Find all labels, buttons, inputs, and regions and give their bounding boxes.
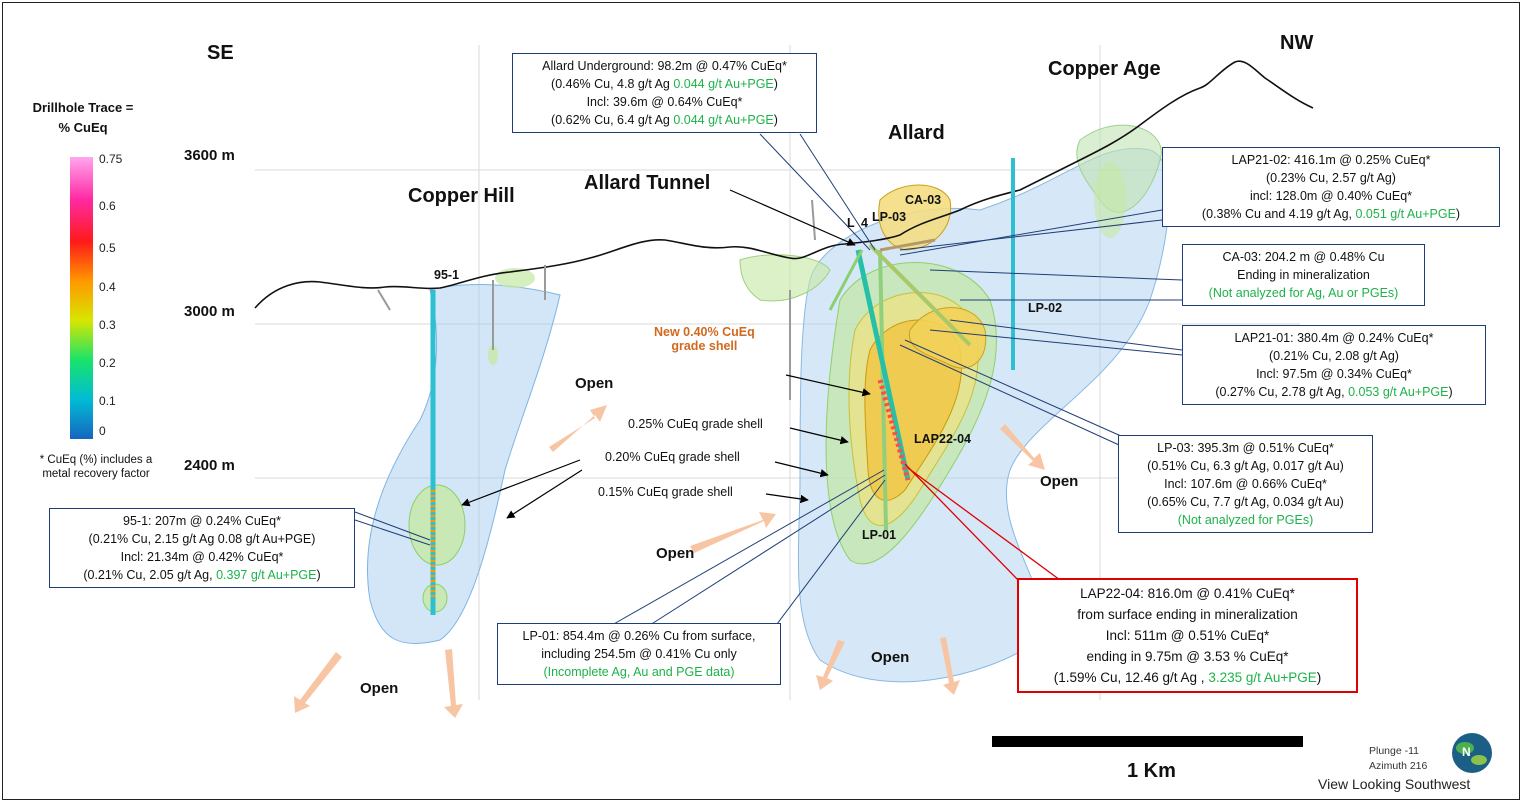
open-label: Open	[575, 375, 614, 392]
callout-ca-03: CA-03: 204.2 m @ 0.48% Cu Ending in mine…	[1182, 244, 1425, 306]
leader-lines	[461, 189, 871, 519]
legend-tick: 0.4	[99, 280, 116, 294]
legend-tick: 0.3	[99, 318, 116, 332]
topography-line	[254, 60, 1314, 309]
drillhole-lp-01	[878, 249, 888, 531]
place-allard-tunnel-label: Allard Tunnel	[584, 172, 711, 194]
scale-label: 1 Km	[1127, 760, 1176, 782]
open-arrows	[294, 405, 1045, 718]
hole-label-ca-03: CA-03	[905, 193, 942, 207]
hole-label-lap22-04: LAP22-04	[914, 432, 971, 446]
callout-lap21-01: LAP21-01: 380.4m @ 0.24% CuEq* (0.21% Cu…	[1182, 325, 1486, 405]
place-copper-hill-label: Copper Hill	[408, 185, 515, 207]
drillholes	[377, 158, 1015, 615]
allard-grade-shells	[739, 124, 1170, 683]
open-label: Open	[1040, 473, 1079, 490]
open-label: Open	[871, 649, 910, 666]
hole-label-lp-01: LP-01	[862, 528, 897, 542]
callout-95-1: 95-1: 207m @ 0.24% CuEq* (0.21% Cu, 2.15…	[49, 508, 355, 588]
legend-tick: 0.6	[99, 199, 116, 213]
legend-color-bar	[70, 157, 93, 439]
direction-nw-label: NW	[1280, 32, 1314, 54]
place-copper-age-label: Copper Age	[1048, 58, 1161, 80]
grade-shell-020-label: 0.20% CuEq grade shell	[605, 450, 740, 464]
grade-shell-new-label: New 0.40% CuEq grade shell	[654, 325, 755, 353]
elevation-label: 2400 m	[184, 457, 235, 474]
hole-label-95-1: 95-1	[434, 268, 460, 282]
hole-label-lp-02: LP-02	[1028, 301, 1063, 315]
drillhole-lap22-04	[855, 249, 911, 481]
direction-se-label: SE	[207, 42, 234, 64]
compass-azimuth: Azimuth 216	[1369, 760, 1428, 772]
callout-lap21-02: LAP21-02: 416.1m @ 0.25% CuEq* (0.23% Cu…	[1162, 147, 1500, 227]
open-label: Open	[656, 545, 695, 562]
legend-tick: 0.75	[99, 152, 123, 166]
hole-label-4: 4	[861, 216, 868, 230]
open-label: Open	[360, 680, 399, 697]
legend-tick: 0.2	[99, 356, 116, 370]
legend-tick: 0.5	[99, 241, 116, 255]
callout-lines	[354, 133, 1183, 641]
elevation-label: 3600 m	[184, 147, 235, 164]
view-direction-label: View Looking Southwest	[1318, 776, 1471, 792]
hole-label-lp-03: LP-03	[872, 210, 907, 224]
legend-tick: 0	[99, 424, 106, 438]
legend-tick: 0.1	[99, 394, 116, 408]
callout-lp-03: LP-03: 395.3m @ 0.51% CuEq* (0.51% Cu, 6…	[1118, 435, 1373, 533]
grade-shell-025-label: 0.25% CuEq grade shell	[628, 417, 763, 431]
elevation-label: 3000 m	[184, 303, 235, 320]
legend-note: * CuEq (%) includes a metal recovery fac…	[39, 454, 153, 480]
callout-lp-01: LP-01: 854.4m @ 0.26% Cu from surface, i…	[497, 623, 781, 685]
compass-globe-icon: N	[1452, 733, 1492, 773]
hole-label-l: L	[847, 216, 855, 230]
compass-plunge: Plunge -11	[1369, 745, 1420, 757]
scale-bar	[992, 736, 1303, 747]
svg-text:N: N	[1462, 745, 1471, 759]
legend-title: Drillhole Trace = % CuEq	[32, 100, 134, 135]
callout-allard-underground: Allard Underground: 98.2m @ 0.47% CuEq* …	[512, 53, 817, 133]
place-allard-label: Allard	[888, 122, 945, 144]
highlight-callout-lines	[904, 463, 1061, 581]
grade-shell-015-label: 0.15% CuEq grade shell	[598, 485, 733, 499]
callout-lap22-04: LAP22-04: 816.0m @ 0.41% CuEq* from surf…	[1017, 578, 1358, 693]
